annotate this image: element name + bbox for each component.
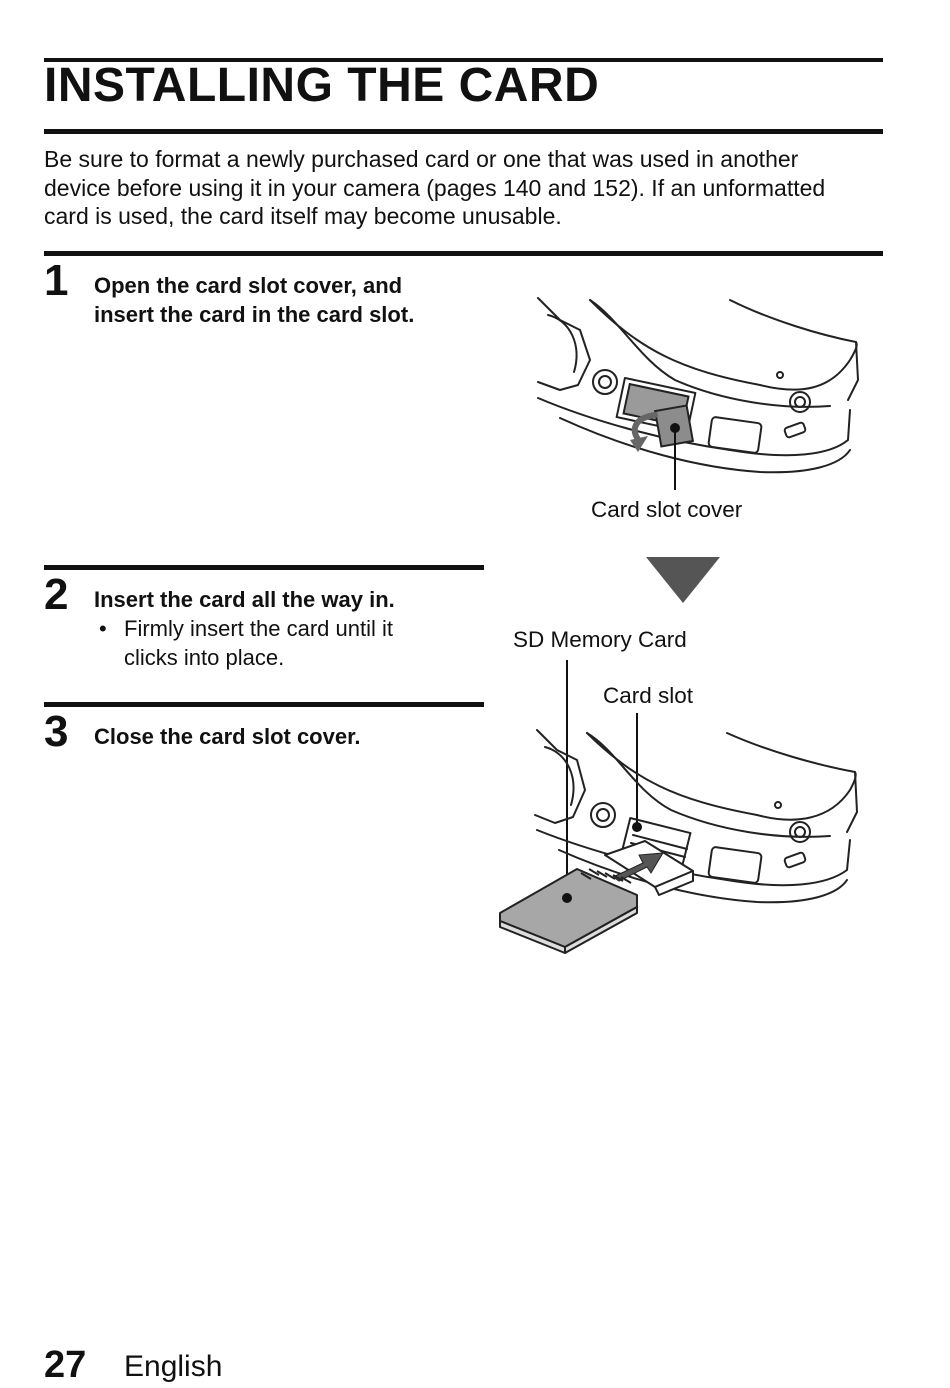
top-rule bbox=[44, 58, 883, 62]
bullet-line: clicks into place. bbox=[124, 644, 285, 670]
camera-insert-card-illustration bbox=[499, 660, 858, 954]
page-language: English bbox=[124, 1350, 223, 1383]
step-1-number: 1 bbox=[44, 256, 69, 305]
bullet-line: Firmly insert the card until it bbox=[124, 616, 393, 641]
step-2-line: Insert the card all the way in. bbox=[94, 587, 395, 612]
bullet-text: Firmly insert the card until it clicks i… bbox=[124, 615, 393, 672]
step-1-line: insert the card in the card slot. bbox=[94, 301, 415, 327]
step-3-rule bbox=[44, 702, 484, 707]
page-number: 27 bbox=[44, 1344, 87, 1386]
step-2-text: Insert the card all the way in. bbox=[94, 586, 395, 615]
page-title: INSTALLING THE CARD bbox=[44, 59, 600, 112]
title-underline bbox=[44, 129, 883, 134]
camera-open-cover-illustration bbox=[537, 297, 859, 490]
intro-line: device before using it in your camera (p… bbox=[44, 174, 826, 201]
step-1-text: Open the card slot cover, and insert the… bbox=[94, 272, 414, 329]
label-sd-memory-card: SD Memory Card bbox=[513, 627, 687, 652]
step-2-rule bbox=[44, 565, 484, 570]
intro-line: card is used, the card itself may become… bbox=[44, 203, 562, 229]
step-3-number: 3 bbox=[44, 707, 69, 756]
label-card-slot: Card slot bbox=[603, 683, 694, 708]
intro-paragraph: Be sure to format a newly purchased card… bbox=[44, 145, 889, 231]
bullet-dot: • bbox=[99, 616, 107, 641]
step-3-text: Close the card slot cover. bbox=[94, 723, 361, 752]
step-1-line: Open the card slot cover, and bbox=[94, 273, 403, 298]
label-card-slot-cover: Card slot cover bbox=[591, 497, 743, 522]
step-3-line: Close the card slot cover. bbox=[94, 724, 361, 749]
step-1-rule bbox=[44, 251, 883, 256]
step-2-number: 2 bbox=[44, 570, 69, 619]
intro-line: Be sure to format a newly purchased card… bbox=[44, 146, 799, 172]
down-arrow-icon bbox=[646, 557, 720, 603]
